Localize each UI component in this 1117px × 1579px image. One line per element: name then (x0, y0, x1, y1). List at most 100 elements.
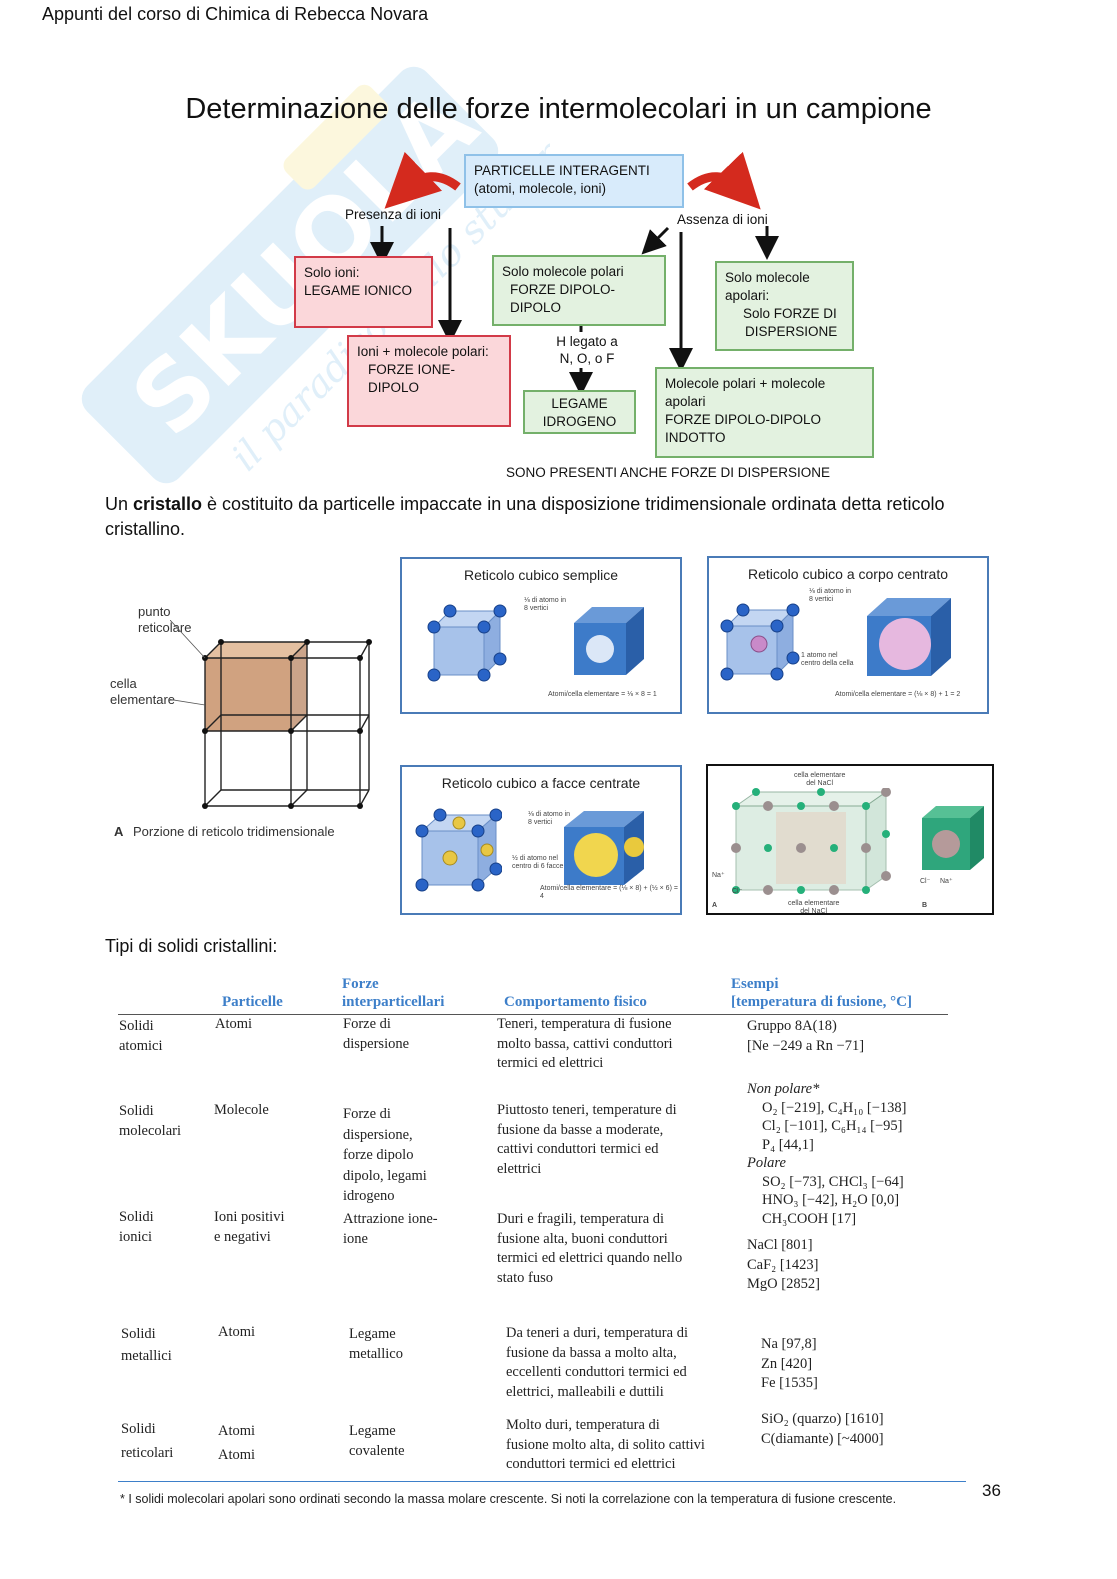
row-atomic-forces-line2: dispersione (343, 1035, 410, 1052)
ion-dipole-line1: Ioni + molecole polari: (357, 344, 489, 359)
face-centered-panel: Reticolo cubico a facce centrate ⅛ di at… (400, 765, 682, 915)
interacting-particles-box: PARTICELLE INTERAGENTI (atomi, molecole,… (464, 154, 684, 208)
row-molecular-type: Solidi molecolari (119, 1102, 181, 1141)
row-network-particles: Atomi Atomi (218, 1419, 255, 1467)
row-network-particles-line2: Atomi (218, 1447, 256, 1463)
row-network-behavior-line2: fusione molto alta, di solito cattivi (506, 1436, 705, 1453)
row-atomic-behavior-line2: molto bassa, cattivi conduttori (497, 1035, 673, 1052)
flowchart-title: Determinazione delle forze intermolecola… (185, 93, 932, 125)
apolar-only-line2: apolari: (725, 288, 770, 303)
row-ionic-particles: Ioni positivi e negativi (214, 1208, 285, 1247)
row-metallic-example-3: Fe [1535] (761, 1375, 818, 1391)
simple-cubic-atoms (427, 604, 507, 682)
lattice-point-line2: reticolare (138, 620, 192, 635)
row-ionic-behavior-line2: fusione alta, buoni conduttori (497, 1230, 668, 1247)
dispersion-note: SONO PRESENTI ANCHE FORZE DI DISPERSIONE (506, 465, 831, 480)
face-centered-atoms (415, 808, 502, 892)
row-metallic-forces: Legame metallico (349, 1325, 403, 1364)
row-molecular-behavior-line4: elettrici (497, 1160, 542, 1177)
row-ionic-behavior-line1: Duri e fragili, temperatura di (497, 1211, 665, 1227)
body-centered-atoms (720, 603, 800, 681)
h-bond-condition-line1: H legato a (556, 334, 618, 349)
row-atomic-behavior-line3: termici ed elettrici (497, 1055, 604, 1071)
row-molecular-example-6: CH₃COOH [17] (762, 1210, 857, 1227)
row-metallic-type: Solidi metallici (121, 1323, 172, 1367)
ion-dipole-line2: FORZE IONE-DIPOLO (368, 362, 455, 395)
header-examples-line1: Esempi (731, 976, 779, 992)
body-centered-panel: Reticolo cubico a corpo centrato ⅛ di at… (707, 556, 989, 714)
hydrogen-bond-line1: LEGAME (551, 396, 608, 411)
row-molecular-examples: Non polare* O₂ [−219], C₄H₁₀ [−138] Cl₂ … (747, 1080, 907, 1228)
crystal-definition-start: Un (105, 494, 134, 514)
only-ions-line2: LEGAME IONICO (304, 283, 413, 298)
flowchart-arrows (370, 151, 779, 396)
row-molecular-example-3: P₄ [44,1] (762, 1136, 814, 1153)
unit-cell-line1: cella (110, 676, 137, 691)
lattice-wireframe (170, 620, 372, 809)
row-network-examples: SiO₂ (quarzo) [1610] C(diamante) [~4000] (761, 1410, 884, 1449)
row-molecular-example-5: HNO₃ [−42], H₂O [0,0] (762, 1192, 900, 1208)
interacting-particles-line1: PARTICELLE INTERAGENTI (474, 163, 650, 178)
row-ionic-particles-line1: Ioni positivi (214, 1209, 285, 1225)
row-molecular-example-4: SO₂ [−73], CHCl₃ [−64] (762, 1173, 904, 1190)
polar-only-line2: FORZE DIPOLO-DIPOLO (510, 282, 616, 315)
row-atomic-forces: Forze di dispersione (343, 1015, 409, 1054)
h-bond-condition: H legato a N, O, o F (555, 333, 619, 367)
simple-cubic-cell (574, 607, 644, 675)
crystal-definition: Un cristallo è costituito da particelle … (105, 492, 1010, 542)
row-metallic-example-2: Zn [420] (761, 1355, 813, 1372)
face-centered-note2-line2: centro di 6 facce (512, 863, 564, 870)
face-centered-note2-line1: ½ di atomo nel (512, 855, 558, 862)
body-centered-title: Reticolo cubico a corpo centrato (748, 566, 948, 582)
page-header: Appunti del corso di Chimica di Rebecca … (42, 4, 429, 24)
row-network-type-line1: Solidi (121, 1421, 156, 1437)
face-centered-cell (564, 811, 644, 885)
row-metallic-behavior-line2: fusione da bassa a molto alta, (506, 1344, 677, 1361)
row-ionic-type: Solidi ionici (119, 1208, 154, 1247)
row-network-forces-line2: covalente (349, 1442, 405, 1459)
simple-cubic-note-line2: 8 vertici (524, 605, 549, 612)
h-bond-condition-line2: N, O, o F (559, 351, 615, 366)
polar-apolar-line2: apolari (665, 394, 706, 409)
simple-cubic-formula: Atomi/cella elementare = ⅛ × 8 = 1 (548, 691, 657, 698)
nacl-cl-label: Cl⁻ (732, 888, 743, 895)
face-centered-note1-line2: 8 vertici (528, 819, 553, 826)
body-centered-cell (867, 598, 951, 676)
lattice-point-line1: punto (138, 604, 171, 619)
nacl-top-label-line2: del NaCl (806, 780, 834, 787)
row-molecular-forces-line4: dipolo, legami (343, 1167, 427, 1184)
unit-cell-line2: elementare (110, 692, 176, 707)
row-metallic-behavior-line4: elettrici, malleabili e duttili (506, 1383, 664, 1400)
row-ionic-behavior-line3: termici ed elettrici quando nello (497, 1250, 683, 1266)
absence-of-ions-label: Assenza di ioni (677, 212, 768, 227)
row-atomic-type-line1: Solidi (119, 1018, 154, 1034)
hydrogen-bond-line2: IDROGENO (542, 414, 617, 429)
row-atomic-particles: Atomi (215, 1016, 253, 1032)
row-molecular-forces-line1: Forze di (343, 1106, 391, 1122)
face-centered-formula: Atomi/cella elementare = (⅛ × 8) + (½ × … (540, 885, 678, 900)
header-forces-line2: interparticellari (342, 994, 445, 1010)
only-ions-box: Solo ioni: LEGAME IONICO (294, 256, 433, 328)
nacl-cell-na-label: Na⁺ (940, 878, 953, 885)
nacl-bottom-label-line2: del NaCl (800, 908, 828, 915)
row-network-forces-line1: Legame (349, 1423, 396, 1439)
body-centered-note2-line1: 1 atomo nel (801, 652, 838, 659)
table-header-rule (118, 1014, 948, 1015)
simple-cubic-note: ⅛ di atomo in 8 vertici (524, 597, 566, 613)
simple-cubic-title: Reticolo cubico semplice (463, 567, 619, 583)
lattice-point-label: punto reticolare (138, 604, 191, 636)
row-atomic-example-2: [Ne −249 a Rn −71] (747, 1037, 865, 1054)
row-network-type-line2: reticolari (121, 1445, 174, 1461)
hydrogen-bond-box: LEGAME IDROGENO (523, 390, 636, 434)
row-metallic-behavior: Da teneri a duri, temperatura di fusione… (506, 1324, 688, 1402)
header-forces: Forze interparticellari (342, 975, 444, 1011)
row-metallic-forces-line2: metallico (349, 1345, 403, 1362)
nacl-panel: cella elementare del NaCl Na⁺ Cl⁻ Cl⁻ Na… (706, 764, 994, 915)
body-centered-note1-line2: 8 vertici (809, 596, 834, 603)
row-metallic-particles: Atomi (218, 1324, 256, 1340)
presence-of-ions-label: Presenza di ioni (345, 207, 442, 222)
row-atomic-example-1: Gruppo 8A(18) (747, 1018, 837, 1034)
row-metallic-behavior-line3: eccellenti conduttori termici ed (506, 1364, 687, 1380)
row-molecular-polar-label: Polare (747, 1155, 786, 1171)
row-ionic-example-3: MgO [2852] (747, 1276, 820, 1292)
